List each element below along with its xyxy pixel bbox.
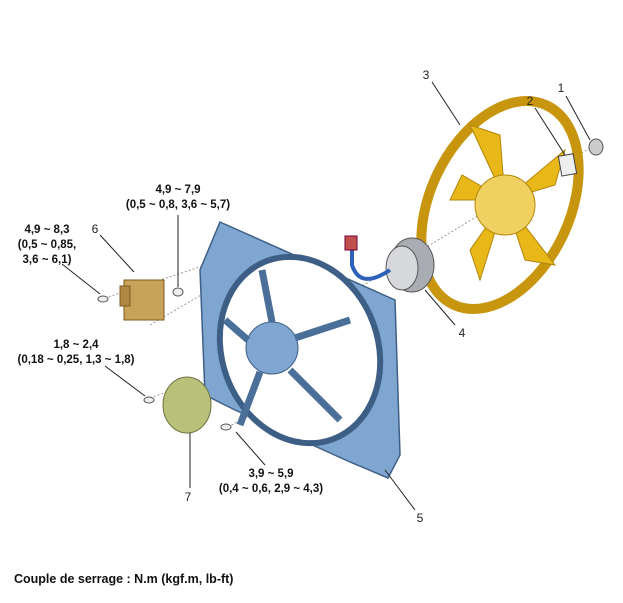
torque-alt-units: (0,5 ~ 0,85, (17, 239, 77, 251)
torque-nm: 1,8 ~ 2,4 (53, 339, 99, 351)
fan-nut (557, 138, 604, 177)
motor-cap (162, 376, 212, 434)
torque-label-resistor-upper: 4,9 ~ 7,9 (0,5 ~ 0,8, 3,6 ~ 5,7) (126, 183, 230, 213)
fan-shroud (199, 221, 401, 479)
callout-6: 6 (91, 222, 99, 236)
torque-label-shroud-bolt: 3,9 ~ 5,9 (0,4 ~ 0,6, 2,9 ~ 4,3) (219, 467, 323, 497)
torque-label-resistor-lower: 4,9 ~ 8,3 (0,5 ~ 0,85, 3,6 ~ 6,1) (18, 223, 77, 268)
callout-3: 3 (422, 68, 430, 82)
callout-5: 5 (416, 511, 424, 525)
torque-alt-units: (0,18 ~ 0,25, 1,3 ~ 1,8) (17, 354, 135, 366)
torque-label-cap-screw: 1,8 ~ 2,4 (0,18 ~ 0,25, 1,3 ~ 1,8) (18, 338, 135, 368)
callout-2: 2 (526, 94, 534, 108)
torque-alt-units-cont: 3,6 ~ 6,1) (22, 254, 72, 266)
callout-1: 1 (557, 81, 565, 95)
torque-nm: 4,9 ~ 8,3 (24, 224, 70, 236)
torque-nm: 4,9 ~ 7,9 (155, 184, 201, 196)
cooling-fan (416, 96, 584, 314)
callout-7: 7 (184, 490, 192, 504)
torque-units-footer: Couple de serrage : N.m (kgf.m, lb-ft) (14, 572, 234, 586)
callout-4: 4 (458, 326, 466, 340)
fan-motor (344, 235, 435, 293)
torque-alt-units: (0,5 ~ 0,8, 3,6 ~ 5,7) (125, 199, 231, 211)
torque-alt-units: (0,4 ~ 0,6, 2,9 ~ 4,3) (218, 483, 324, 495)
bolts (97, 287, 232, 431)
fan-resistor (119, 279, 165, 321)
torque-nm: 3,9 ~ 5,9 (248, 468, 294, 480)
leader-lines (61, 81, 591, 511)
